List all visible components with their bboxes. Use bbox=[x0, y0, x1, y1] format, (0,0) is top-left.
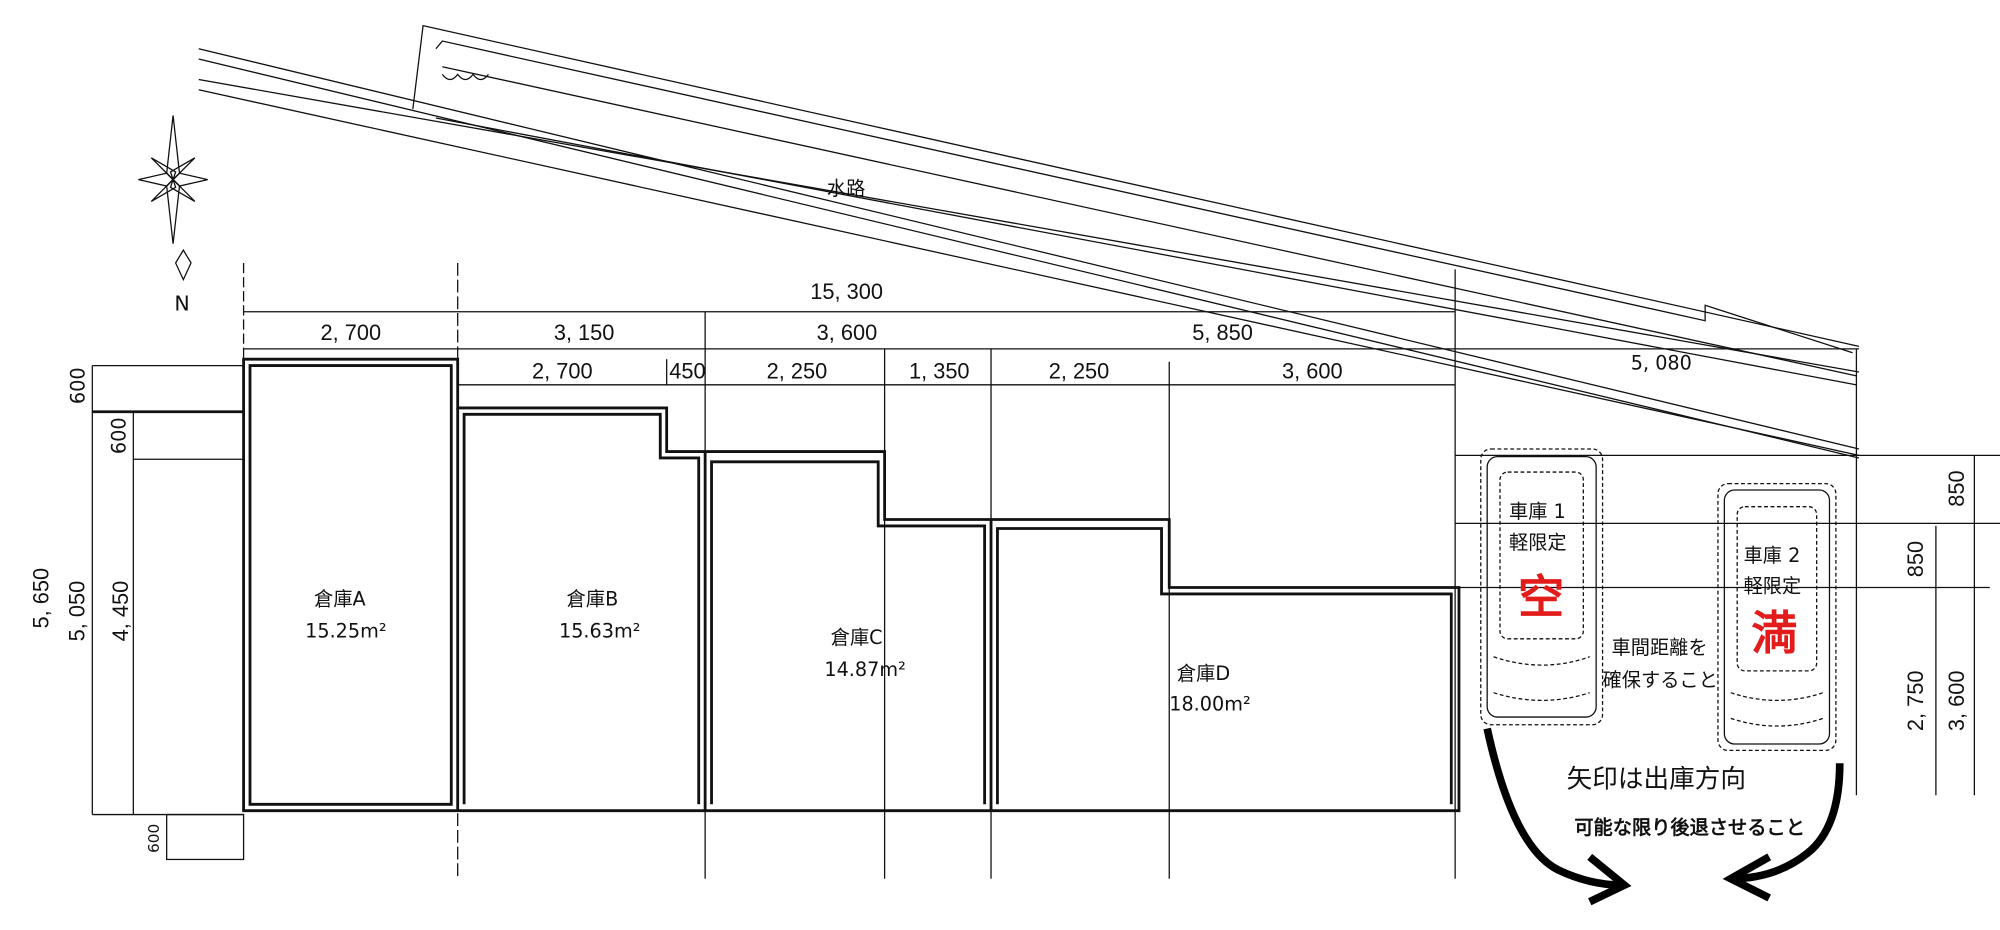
garage-2-name: 車庫 2 bbox=[1744, 544, 1801, 567]
exit-arrow-right-icon bbox=[1722, 763, 1844, 902]
warehouse-walls bbox=[242, 357, 1461, 813]
warehouse-d[interactable]: 倉庫D 18.00m² bbox=[1169, 662, 1250, 716]
dim-row1-4: 5, 850 bbox=[1192, 320, 1253, 345]
garage-2-restriction: 軽限定 bbox=[1744, 575, 1802, 598]
dim-left-4450: 4, 450 bbox=[108, 581, 133, 642]
spacing-note-line2: 確保すること bbox=[1603, 668, 1718, 691]
warehouse-c-name: 倉庫C bbox=[831, 626, 883, 649]
reverse-note: 可能な限り後退させること bbox=[1574, 816, 1805, 839]
spacing-note-line1: 車間距離を bbox=[1612, 636, 1708, 659]
dim-row1-2: 3, 150 bbox=[554, 320, 615, 345]
garage-1-restriction: 軽限定 bbox=[1509, 531, 1567, 554]
dim-left-600c: 600 bbox=[145, 824, 163, 853]
garage-1-status: 空 bbox=[1518, 570, 1564, 624]
garage-1-name: 車庫 1 bbox=[1509, 500, 1566, 523]
dim-right-top: 5, 080 bbox=[1631, 351, 1692, 374]
waterway: 水路 bbox=[198, 24, 1860, 459]
warehouse-b-name: 倉庫B bbox=[567, 587, 619, 610]
dim-row2-4: 1, 350 bbox=[909, 358, 970, 383]
warehouse-d-area: 18.00m² bbox=[1169, 693, 1250, 716]
dim-row2-3: 2, 250 bbox=[767, 358, 828, 383]
left-dimensions: 5, 650 5, 050 4, 450 600 600 600 bbox=[29, 364, 245, 861]
dim-left-5050: 5, 050 bbox=[65, 581, 90, 642]
dim-left-600b: 600 bbox=[108, 417, 131, 454]
dim-row2-6: 3, 600 bbox=[1282, 358, 1343, 383]
warehouse-a-name: 倉庫A bbox=[314, 587, 366, 610]
garage-2-status: 満 bbox=[1751, 606, 1797, 660]
dim-right-3600: 3, 600 bbox=[1944, 671, 1969, 732]
dim-left-5650: 5, 650 bbox=[29, 568, 54, 629]
dim-right-2750: 2, 750 bbox=[1903, 671, 1928, 732]
warehouse-d-name: 倉庫D bbox=[1177, 662, 1230, 685]
garage-1[interactable]: 車庫 1 軽限定 空 bbox=[1480, 448, 1604, 726]
dim-row2-5: 2, 250 bbox=[1049, 358, 1110, 383]
warehouse-c[interactable]: 倉庫C 14.87m² bbox=[824, 626, 905, 681]
garage-2[interactable]: 車庫 2 軽限定 満 bbox=[1717, 482, 1837, 752]
dim-row1-3: 3, 600 bbox=[817, 320, 878, 345]
dim-left-600a: 600 bbox=[67, 367, 90, 404]
waterway-label: 水路 bbox=[827, 177, 865, 200]
exit-arrow-left-icon bbox=[1483, 727, 1632, 906]
compass-icon: N bbox=[138, 115, 208, 315]
dim-row2-1: 2, 700 bbox=[532, 358, 593, 383]
warehouse-a[interactable]: 倉庫A 15.25m² bbox=[305, 587, 386, 642]
dim-row1-1: 2, 700 bbox=[321, 320, 382, 345]
warehouse-b[interactable]: 倉庫B 15.63m² bbox=[559, 587, 640, 642]
dim-overall: 15, 300 bbox=[810, 279, 883, 304]
dim-right-850a: 850 bbox=[1944, 470, 1969, 506]
arrow-meaning-note: 矢印は出庫方向 bbox=[1567, 765, 1746, 795]
dim-right-850b: 850 bbox=[1903, 541, 1928, 577]
warehouse-b-area: 15.63m² bbox=[559, 620, 640, 643]
north-label: N bbox=[174, 291, 189, 315]
dim-row2-2: 450 bbox=[669, 358, 705, 383]
right-dimensions: 850 850 2, 750 3, 600 bbox=[1455, 454, 2000, 796]
warehouse-a-area: 15.25m² bbox=[305, 620, 386, 643]
warehouse-c-area: 14.87m² bbox=[824, 658, 905, 681]
